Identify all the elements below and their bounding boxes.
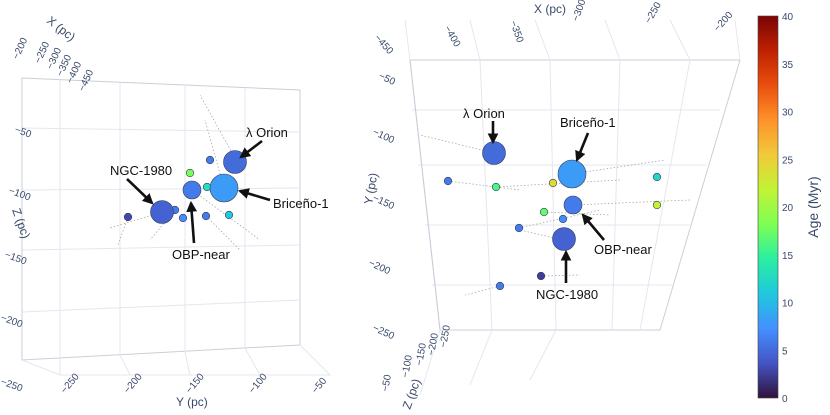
right-points xyxy=(443,141,662,291)
label-briceno-1: Briceño-1 xyxy=(273,196,329,211)
point xyxy=(652,200,662,210)
point-obp-near xyxy=(182,180,202,200)
colorbar-ticks: 0 5 10 15 20 25 30 35 40 xyxy=(782,12,794,405)
right-x-tick: −350 xyxy=(507,19,525,44)
left-panel: λ Orion Briceño-1 NGC-1980 OBP-near X (p… xyxy=(0,13,332,409)
point xyxy=(558,214,568,224)
right-y-ticks: −50 −100 −150 −200 −250 xyxy=(367,71,397,343)
label-obp-near-right: OBP-near xyxy=(594,242,652,257)
point xyxy=(548,178,558,188)
point-obp-near xyxy=(563,195,583,215)
arrow-briceno-1 xyxy=(237,188,271,202)
colorbar-tick: 40 xyxy=(782,12,794,23)
arrow-briceno-1-right xyxy=(575,132,590,163)
right-x-axis-title: X (pc) xyxy=(534,2,566,16)
left-z-tick: −200 xyxy=(0,312,24,330)
point xyxy=(536,271,546,281)
arrow-lambda-orion xyxy=(239,139,263,159)
right-y-tick: −50 xyxy=(377,71,397,88)
point xyxy=(652,172,662,182)
right-x-tick: −250 xyxy=(643,0,664,25)
point xyxy=(514,223,524,233)
point-brice-o-1 xyxy=(557,159,587,189)
right-panel: λ Orion Briceño-1 OBP-near NGC-1980 X (p… xyxy=(361,0,741,411)
left-y-axis-title: Y (pc) xyxy=(176,395,208,409)
left-arrows xyxy=(126,139,271,244)
left-points xyxy=(123,150,247,224)
colorbar-tick: 10 xyxy=(782,299,794,310)
colorbar-title: Age (Myr) xyxy=(805,176,821,237)
right-grid xyxy=(404,19,741,396)
colorbar-bar xyxy=(757,15,779,399)
label-ngc-1980-right: NGC-1980 xyxy=(536,287,598,302)
colorbar-tick: 5 xyxy=(782,346,788,357)
label-lambda-orion: λ Orion xyxy=(246,125,288,140)
point xyxy=(205,155,215,165)
right-x-tick: −400 xyxy=(441,24,462,49)
label-ngc-1980: NGC-1980 xyxy=(110,163,172,178)
label-lambda-orion-right: λ Orion xyxy=(463,106,505,121)
colorbar: 0 5 10 15 20 25 30 35 40 Age (Myr) xyxy=(757,12,821,405)
colorbar-tick: 35 xyxy=(782,60,794,71)
left-z-axis-title: Z (pc) xyxy=(9,206,33,240)
right-z-tick: −100 xyxy=(400,354,415,379)
label-obp-near: OBP-near xyxy=(172,247,230,262)
left-x-tick: −200 xyxy=(11,36,31,61)
point-ngc-1980 xyxy=(552,227,576,251)
colorbar-tick: 30 xyxy=(782,108,794,119)
right-y-tick: −150 xyxy=(371,193,396,213)
colorbar-tick: 25 xyxy=(782,155,794,166)
colorbar-tick: 0 xyxy=(782,394,788,405)
left-grid xyxy=(21,77,332,376)
arrow-obp-near-right xyxy=(581,213,605,241)
point xyxy=(443,176,453,186)
right-arrows xyxy=(487,121,605,283)
point xyxy=(123,212,133,222)
right-z-tick: −150 xyxy=(414,342,429,367)
left-x-ticks: −200 −250 −300 −350 −400 −450 xyxy=(11,36,97,93)
left-x-axis-title: X (pc) xyxy=(44,13,78,44)
point xyxy=(224,210,234,220)
left-y-tick: −50 xyxy=(310,376,330,396)
colorbar-tick: 20 xyxy=(782,203,794,214)
point-orion xyxy=(482,141,506,165)
point xyxy=(495,281,505,291)
label-briceno-1-right: Briceño-1 xyxy=(560,115,616,130)
left-z-tick: −250 xyxy=(0,376,24,394)
point xyxy=(201,211,211,221)
right-z-tick: −250 xyxy=(438,324,453,349)
point-brice-o-1 xyxy=(209,173,239,203)
right-z-tick: −50 xyxy=(380,373,394,392)
right-z-tick: −200 xyxy=(426,332,441,357)
left-z-tick: −100 xyxy=(7,185,32,203)
left-z-tick: −150 xyxy=(3,249,28,267)
right-z-ticks: −50 −100 −150 −200 −250 xyxy=(380,324,453,393)
point xyxy=(491,182,501,192)
point xyxy=(178,213,188,223)
point-ngc-1980 xyxy=(150,200,174,224)
right-y-tick: −100 xyxy=(371,127,396,147)
right-y-tick: −200 xyxy=(367,258,392,278)
point xyxy=(539,207,549,217)
point xyxy=(185,168,195,178)
right-x-tick: −200 xyxy=(712,10,736,34)
arrow-obp-near xyxy=(186,200,198,244)
left-z-tick: −50 xyxy=(13,124,33,140)
colorbar-tick: 15 xyxy=(782,251,794,262)
left-z-ticks: −50 −100 −150 −200 −250 xyxy=(0,124,33,394)
right-y-axis-title: Y (pc) xyxy=(361,172,380,206)
right-y-tick: −250 xyxy=(371,323,396,343)
arrow-ngc-1980 xyxy=(126,178,154,205)
point xyxy=(202,182,212,192)
right-x-tick: −450 xyxy=(372,33,396,57)
right-x-tick: −300 xyxy=(570,0,588,23)
